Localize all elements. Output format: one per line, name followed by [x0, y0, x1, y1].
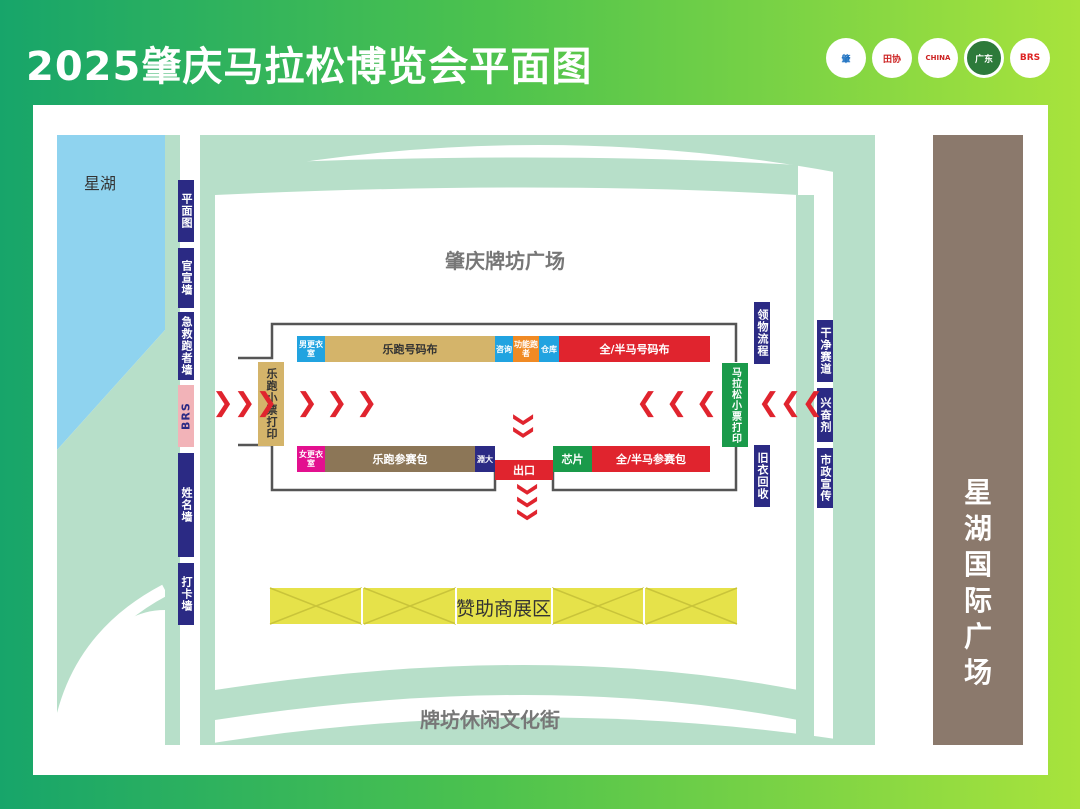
sponsor-label: 赞助商展区: [455, 598, 551, 620]
wall-doping: 兴奋剂: [817, 388, 833, 442]
wall-checkin: 打卡墙: [178, 563, 194, 625]
sponsor-area: [269, 587, 738, 625]
marathon-ticket-print: 马拉松小票打印: [722, 363, 748, 447]
clothes-recycle: 旧衣回收: [754, 445, 770, 507]
china-logo: CHINA: [918, 38, 958, 78]
street-bottom-label: 牌坊休闲文化街: [420, 708, 560, 732]
fun-run-pack: 乐跑参赛包: [325, 446, 475, 472]
qixingyan-label: 七星岩牌坊: [62, 698, 127, 737]
guangdong-association-logo: 广东: [964, 38, 1004, 78]
bottom-road: [215, 665, 798, 720]
wall-name: 姓名墙: [178, 453, 194, 557]
xinghu-square-label: 星湖国际广场: [963, 476, 992, 689]
wall-floorplan: 平面图: [178, 180, 194, 242]
exit-arrow-out-icon: ❯❯❯: [517, 480, 542, 520]
brs-logo: BRS: [1010, 38, 1050, 78]
plaza-top-label: 肇庆牌坊广场: [445, 249, 565, 273]
wall-brs: BRS: [178, 385, 194, 447]
wall-municipal: 市政宣传: [817, 448, 833, 508]
full-half-marathon-bib: 全/半马号码布: [559, 336, 710, 362]
pickup-flow: 领物流程: [754, 302, 770, 364]
women-changing-room: 女更衣室: [297, 446, 325, 472]
xinghu-square: [933, 135, 1023, 745]
wall-clean-race: 干净赛道: [817, 320, 833, 382]
flow-arrow-right-icon: ❯❯❯: [296, 388, 386, 418]
wall-official: 官宣墙: [178, 248, 194, 308]
fun-run-bib: 乐跑号码布: [325, 336, 495, 362]
lake: [57, 135, 165, 450]
storage: 仓库: [539, 336, 559, 362]
fun-run-ticket-print: 乐跑小票打印: [258, 362, 284, 446]
entry-arrow-left-icon: ❯❯❯: [212, 388, 278, 418]
exit: 出口: [495, 460, 553, 480]
page-title: 2025肇庆马拉松博览会平面图: [26, 44, 593, 90]
flow-arrow-left-icon: ❮❮❮: [636, 388, 726, 418]
chip-booth: 芯片: [553, 446, 592, 472]
functional-runner: 功能跑者: [513, 336, 539, 362]
entry-arrow-right-icon: ❮❮❮: [758, 388, 824, 418]
zhaoqing-logo: 肇: [826, 38, 866, 78]
top-road: [200, 135, 875, 180]
sponsor-booth: 淵大: [475, 446, 495, 472]
wall-first-aid: 急救跑者墙: [178, 312, 194, 380]
full-half-marathon-pack: 全/半马参赛包: [592, 446, 710, 472]
consult-desk: 咨询: [495, 336, 513, 362]
lake-label: 星湖: [84, 174, 117, 193]
athletics-association-logo: 田协: [872, 38, 912, 78]
exit-arrow-down-icon: ❯❯: [512, 411, 537, 437]
men-changing-room: 男更衣室: [297, 336, 325, 362]
